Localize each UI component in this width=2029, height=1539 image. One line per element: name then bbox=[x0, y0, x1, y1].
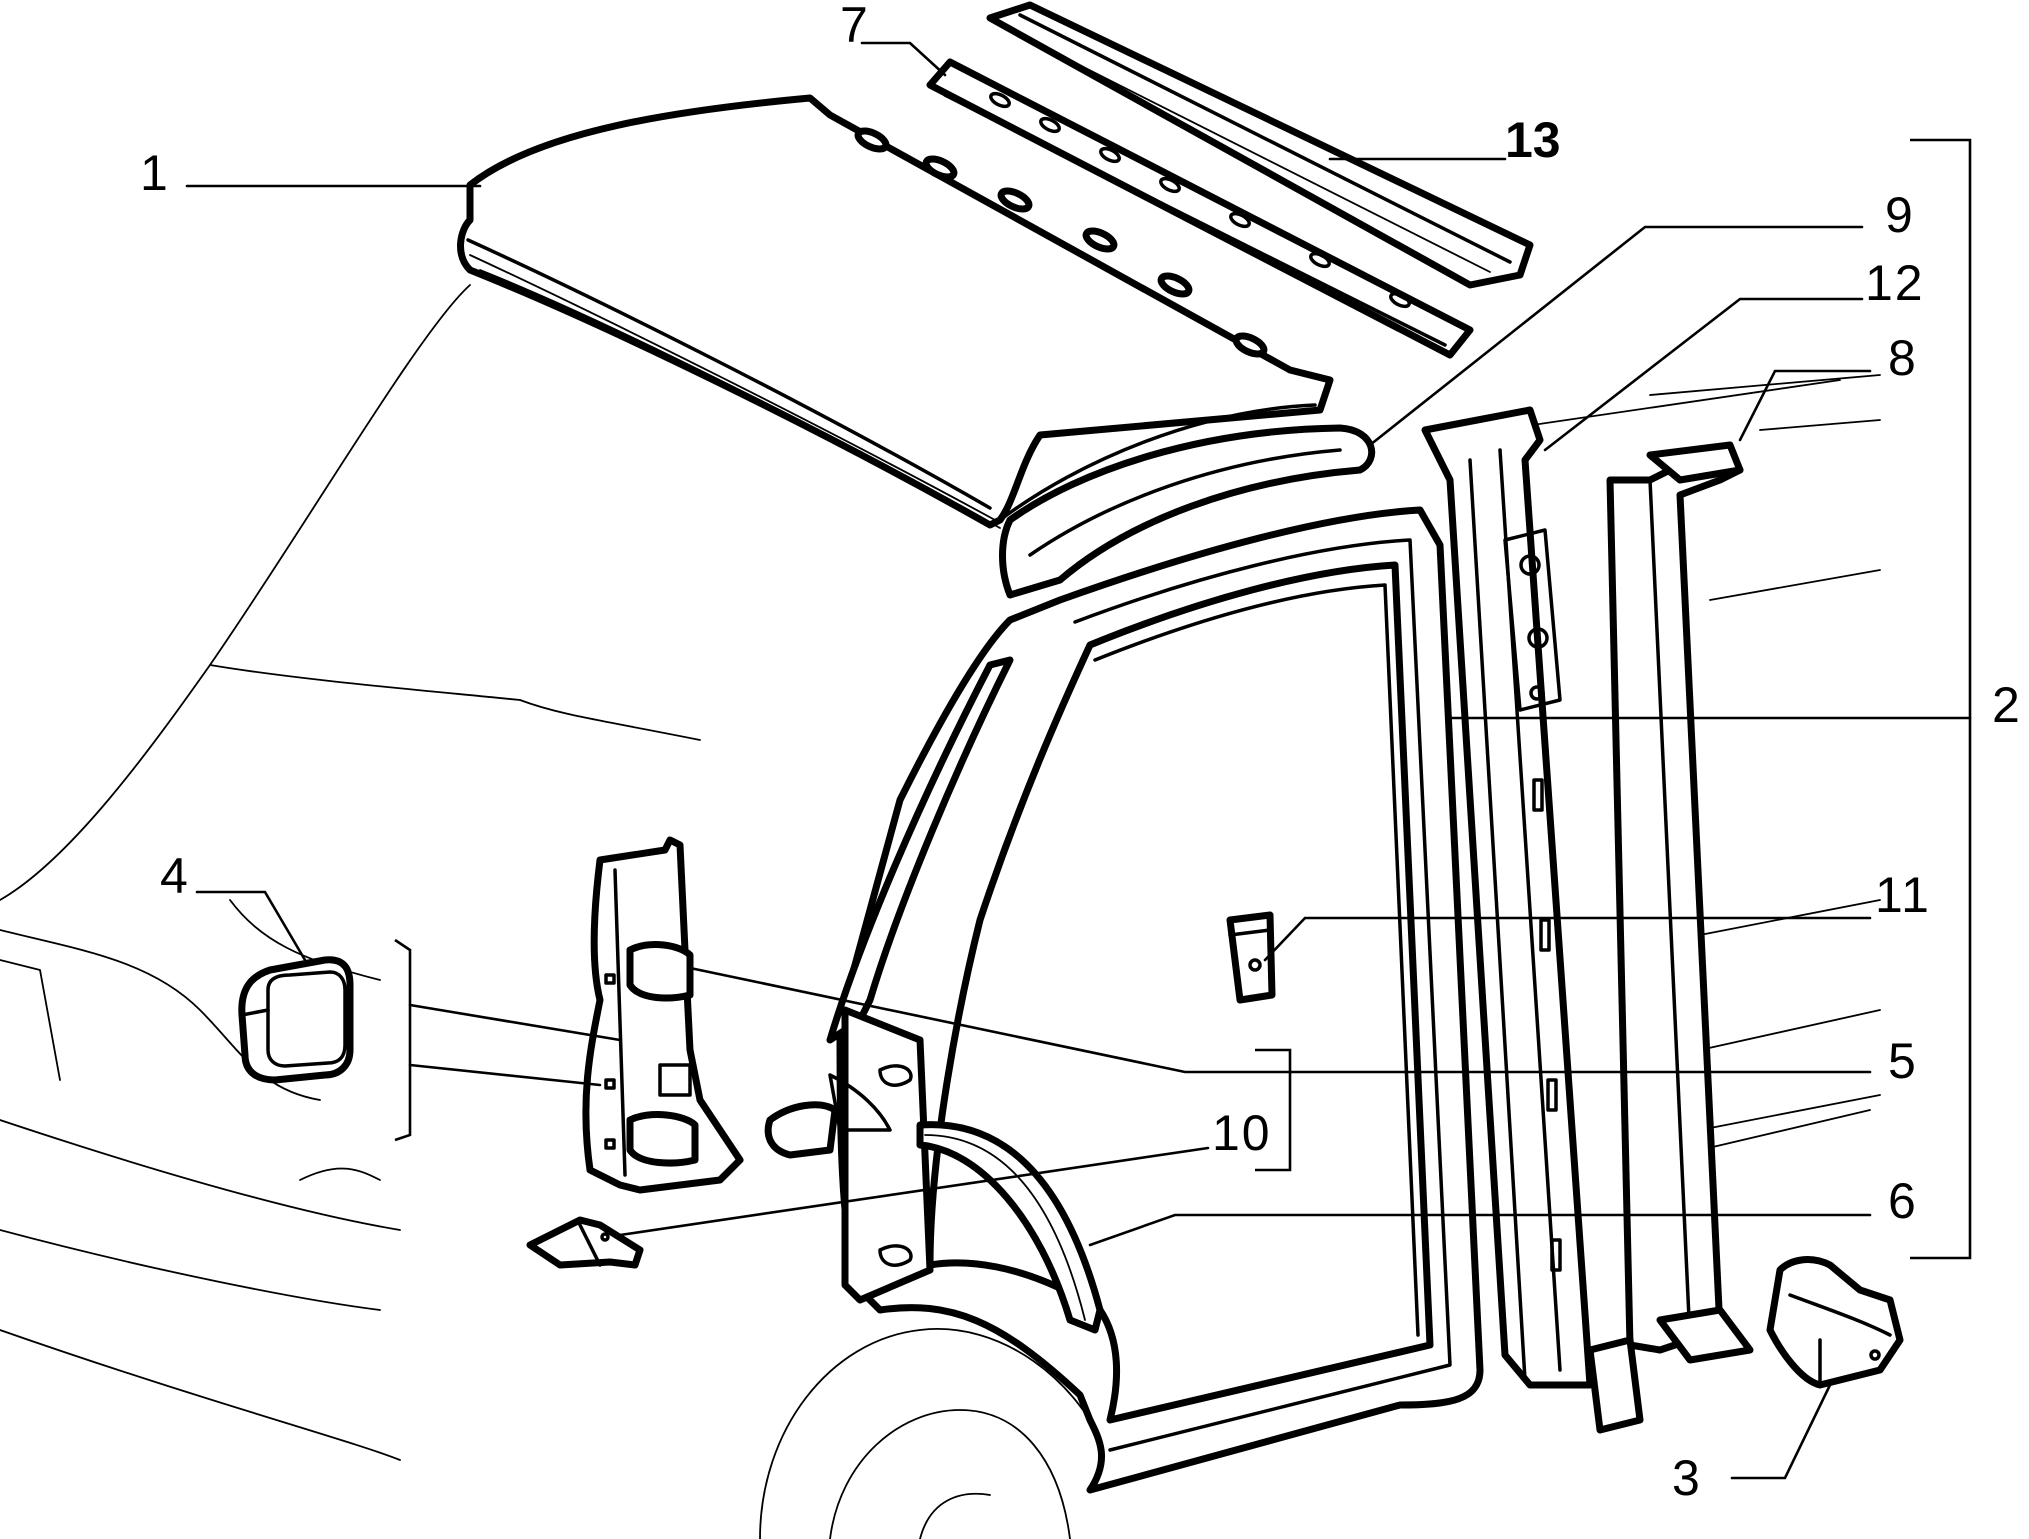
small-gusset bbox=[526, 1216, 644, 1269]
door-frame-assembly bbox=[764, 506, 1484, 1494]
callout-2: 2 bbox=[1992, 677, 2022, 733]
callout-11: 11 bbox=[1875, 867, 1931, 923]
callout-5: 5 bbox=[1888, 1033, 1918, 1089]
callout-13: 13 bbox=[1505, 112, 1561, 168]
callout-labels: 1 2 3 4 5 6 7 8 9 10 11 12 13 bbox=[140, 0, 2022, 1506]
small-bracket bbox=[1226, 911, 1276, 1004]
vehicle-body-outline bbox=[0, 284, 1881, 1539]
roof-side-rail bbox=[926, 58, 1474, 359]
callout-4: 4 bbox=[160, 848, 190, 904]
callout-3: 3 bbox=[1672, 1450, 1702, 1506]
roof-drip-channel bbox=[986, 1, 1534, 289]
callout-1: 1 bbox=[140, 145, 170, 201]
callout-6: 6 bbox=[1888, 1173, 1918, 1229]
callout-8: 8 bbox=[1888, 330, 1918, 386]
door-header-rail bbox=[999, 424, 1376, 599]
leader-lines bbox=[185, 41, 1972, 1480]
callout-10: 10 bbox=[1212, 1105, 1272, 1161]
roof-panel bbox=[457, 94, 1334, 529]
callout-9: 9 bbox=[1885, 187, 1915, 243]
rear-corner-bracket bbox=[1766, 1256, 1904, 1389]
b-pillar bbox=[1421, 406, 1594, 1389]
grommet-plug bbox=[238, 956, 354, 1084]
callout-7: 7 bbox=[840, 0, 870, 53]
a-pillar-reinforcement bbox=[582, 836, 744, 1194]
rear-pillar bbox=[1586, 441, 1754, 1434]
callout-brackets bbox=[394, 138, 1972, 1260]
callout-12: 12 bbox=[1865, 255, 1925, 311]
